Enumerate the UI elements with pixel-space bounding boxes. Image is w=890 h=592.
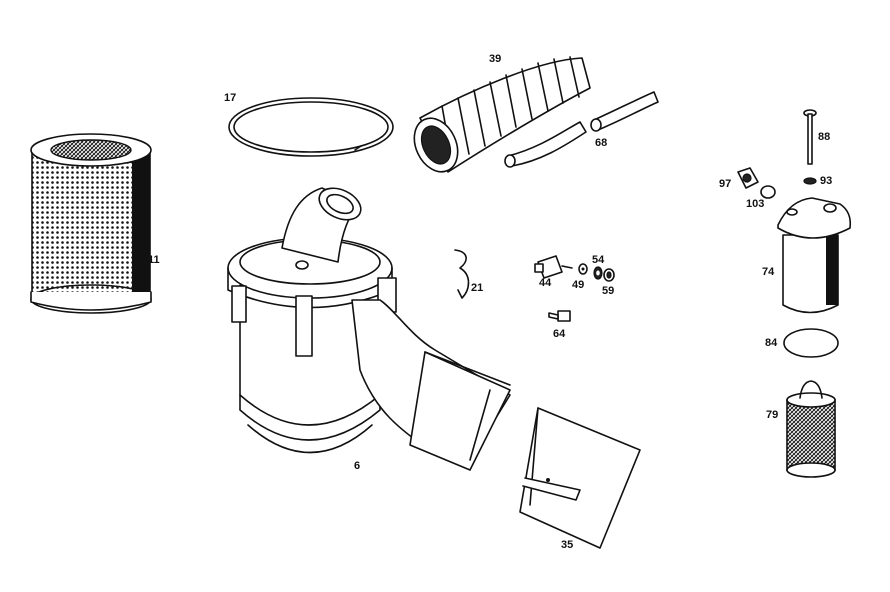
air-filter-housing-6 bbox=[227, 187, 511, 471]
part-label-6: 6 bbox=[354, 460, 361, 472]
washer-54 bbox=[593, 266, 603, 280]
corrugated-hose-39 bbox=[413, 56, 591, 173]
duct-piece-35 bbox=[519, 407, 641, 549]
part-label-93: 93 bbox=[820, 175, 833, 187]
fitting-97 bbox=[737, 167, 759, 189]
filter-element-79 bbox=[786, 380, 836, 478]
seal-ring-17 bbox=[228, 97, 394, 157]
part-label-68: 68 bbox=[595, 137, 608, 149]
part-label-103: 103 bbox=[746, 198, 765, 210]
part-label-59: 59 bbox=[602, 285, 615, 297]
o-ring-84 bbox=[783, 328, 839, 358]
part-label-49: 49 bbox=[572, 279, 585, 291]
valve-assembly-44 bbox=[534, 255, 573, 279]
part-label-44: 44 bbox=[539, 277, 552, 289]
part-label-64: 64 bbox=[553, 328, 566, 340]
small-hose-68 bbox=[504, 91, 659, 168]
part-label-21: 21 bbox=[471, 282, 484, 294]
part-label-17: 17 bbox=[224, 92, 237, 104]
part-label-39: 39 bbox=[489, 53, 502, 65]
part-label-74: 74 bbox=[762, 266, 775, 278]
part-label-35: 35 bbox=[561, 539, 574, 551]
fuel-filter-74 bbox=[777, 197, 852, 314]
part-label-54: 54 bbox=[592, 254, 605, 266]
part-label-79: 79 bbox=[766, 409, 779, 421]
clip-21 bbox=[454, 249, 470, 299]
part-label-11: 11 bbox=[148, 254, 160, 266]
filter-cartridge-11 bbox=[30, 133, 152, 314]
nut-59 bbox=[603, 268, 615, 282]
bolt-64 bbox=[548, 310, 571, 322]
seal-ring-103 bbox=[760, 185, 776, 199]
part-label-97: 97 bbox=[719, 178, 732, 190]
washer-93 bbox=[803, 177, 817, 185]
part-label-88: 88 bbox=[818, 131, 831, 143]
washer-49 bbox=[578, 263, 588, 275]
part-label-84: 84 bbox=[765, 337, 778, 349]
long-bolt-88 bbox=[803, 109, 817, 165]
